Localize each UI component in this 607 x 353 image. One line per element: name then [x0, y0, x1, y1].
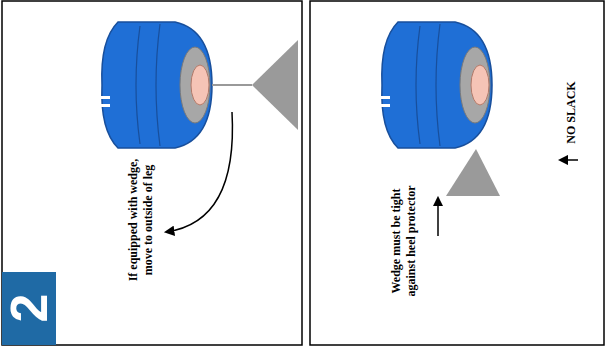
- panel-frame: [2, 1, 302, 345]
- slack-arrow: [560, 159, 578, 161]
- wedge: [446, 149, 500, 196]
- heel-protector: [94, 22, 212, 148]
- move-arrow: [166, 112, 232, 232]
- callout-note: NO SLACK: [564, 72, 579, 152]
- step-number: 2: [3, 283, 55, 333]
- wedge: [252, 40, 298, 130]
- instruction-note: Wedge must be tight against heel protect…: [389, 185, 419, 297]
- strap: [212, 84, 252, 86]
- heel-protector: [374, 22, 492, 148]
- step-tab: [2, 272, 56, 345]
- instruction-note: If equipped with wedge, move to outside …: [126, 155, 156, 285]
- panel-frame: [310, 1, 604, 345]
- leader-arrow: [437, 198, 439, 236]
